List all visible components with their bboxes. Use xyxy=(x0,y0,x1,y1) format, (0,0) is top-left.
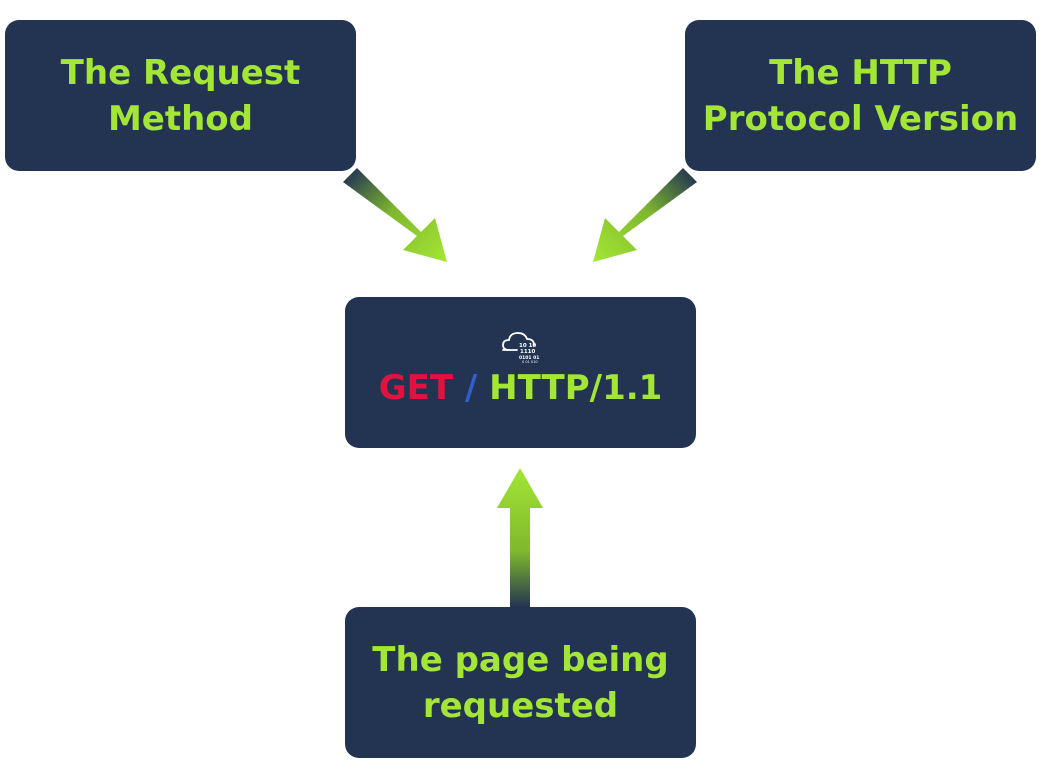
cloud-binary-icon: 10 10 1110 0101 01 0 01 010 xyxy=(501,331,539,364)
request-line-box: 10 10 1110 0101 01 0 01 010 GET / HTTP/1… xyxy=(345,297,696,448)
svg-text:10 10: 10 10 xyxy=(519,343,536,349)
page-requested-label: The page being requested xyxy=(372,639,669,726)
protocol-version-token: HTTP/1.1 xyxy=(489,367,663,408)
svg-text:0101 01: 0101 01 xyxy=(519,355,539,361)
page-requested-box: The page being requested xyxy=(345,607,696,758)
arrow-method-to-center xyxy=(343,168,447,262)
arrow-version-to-center xyxy=(593,168,697,262)
protocol-version-label: The HTTP Protocol Version xyxy=(702,52,1019,139)
path-separator-token: / xyxy=(453,367,490,408)
svg-text:1110: 1110 xyxy=(520,349,535,355)
request-method-label: The Request Method xyxy=(60,52,301,139)
request-line: GET / HTTP/1.1 xyxy=(379,368,663,408)
request-method-box: The Request Method xyxy=(5,20,356,171)
arrow-page-to-center xyxy=(497,468,543,607)
request-method-token: GET xyxy=(378,367,454,408)
svg-text:0 01 010: 0 01 010 xyxy=(522,360,538,364)
protocol-version-box: The HTTP Protocol Version xyxy=(685,20,1036,171)
